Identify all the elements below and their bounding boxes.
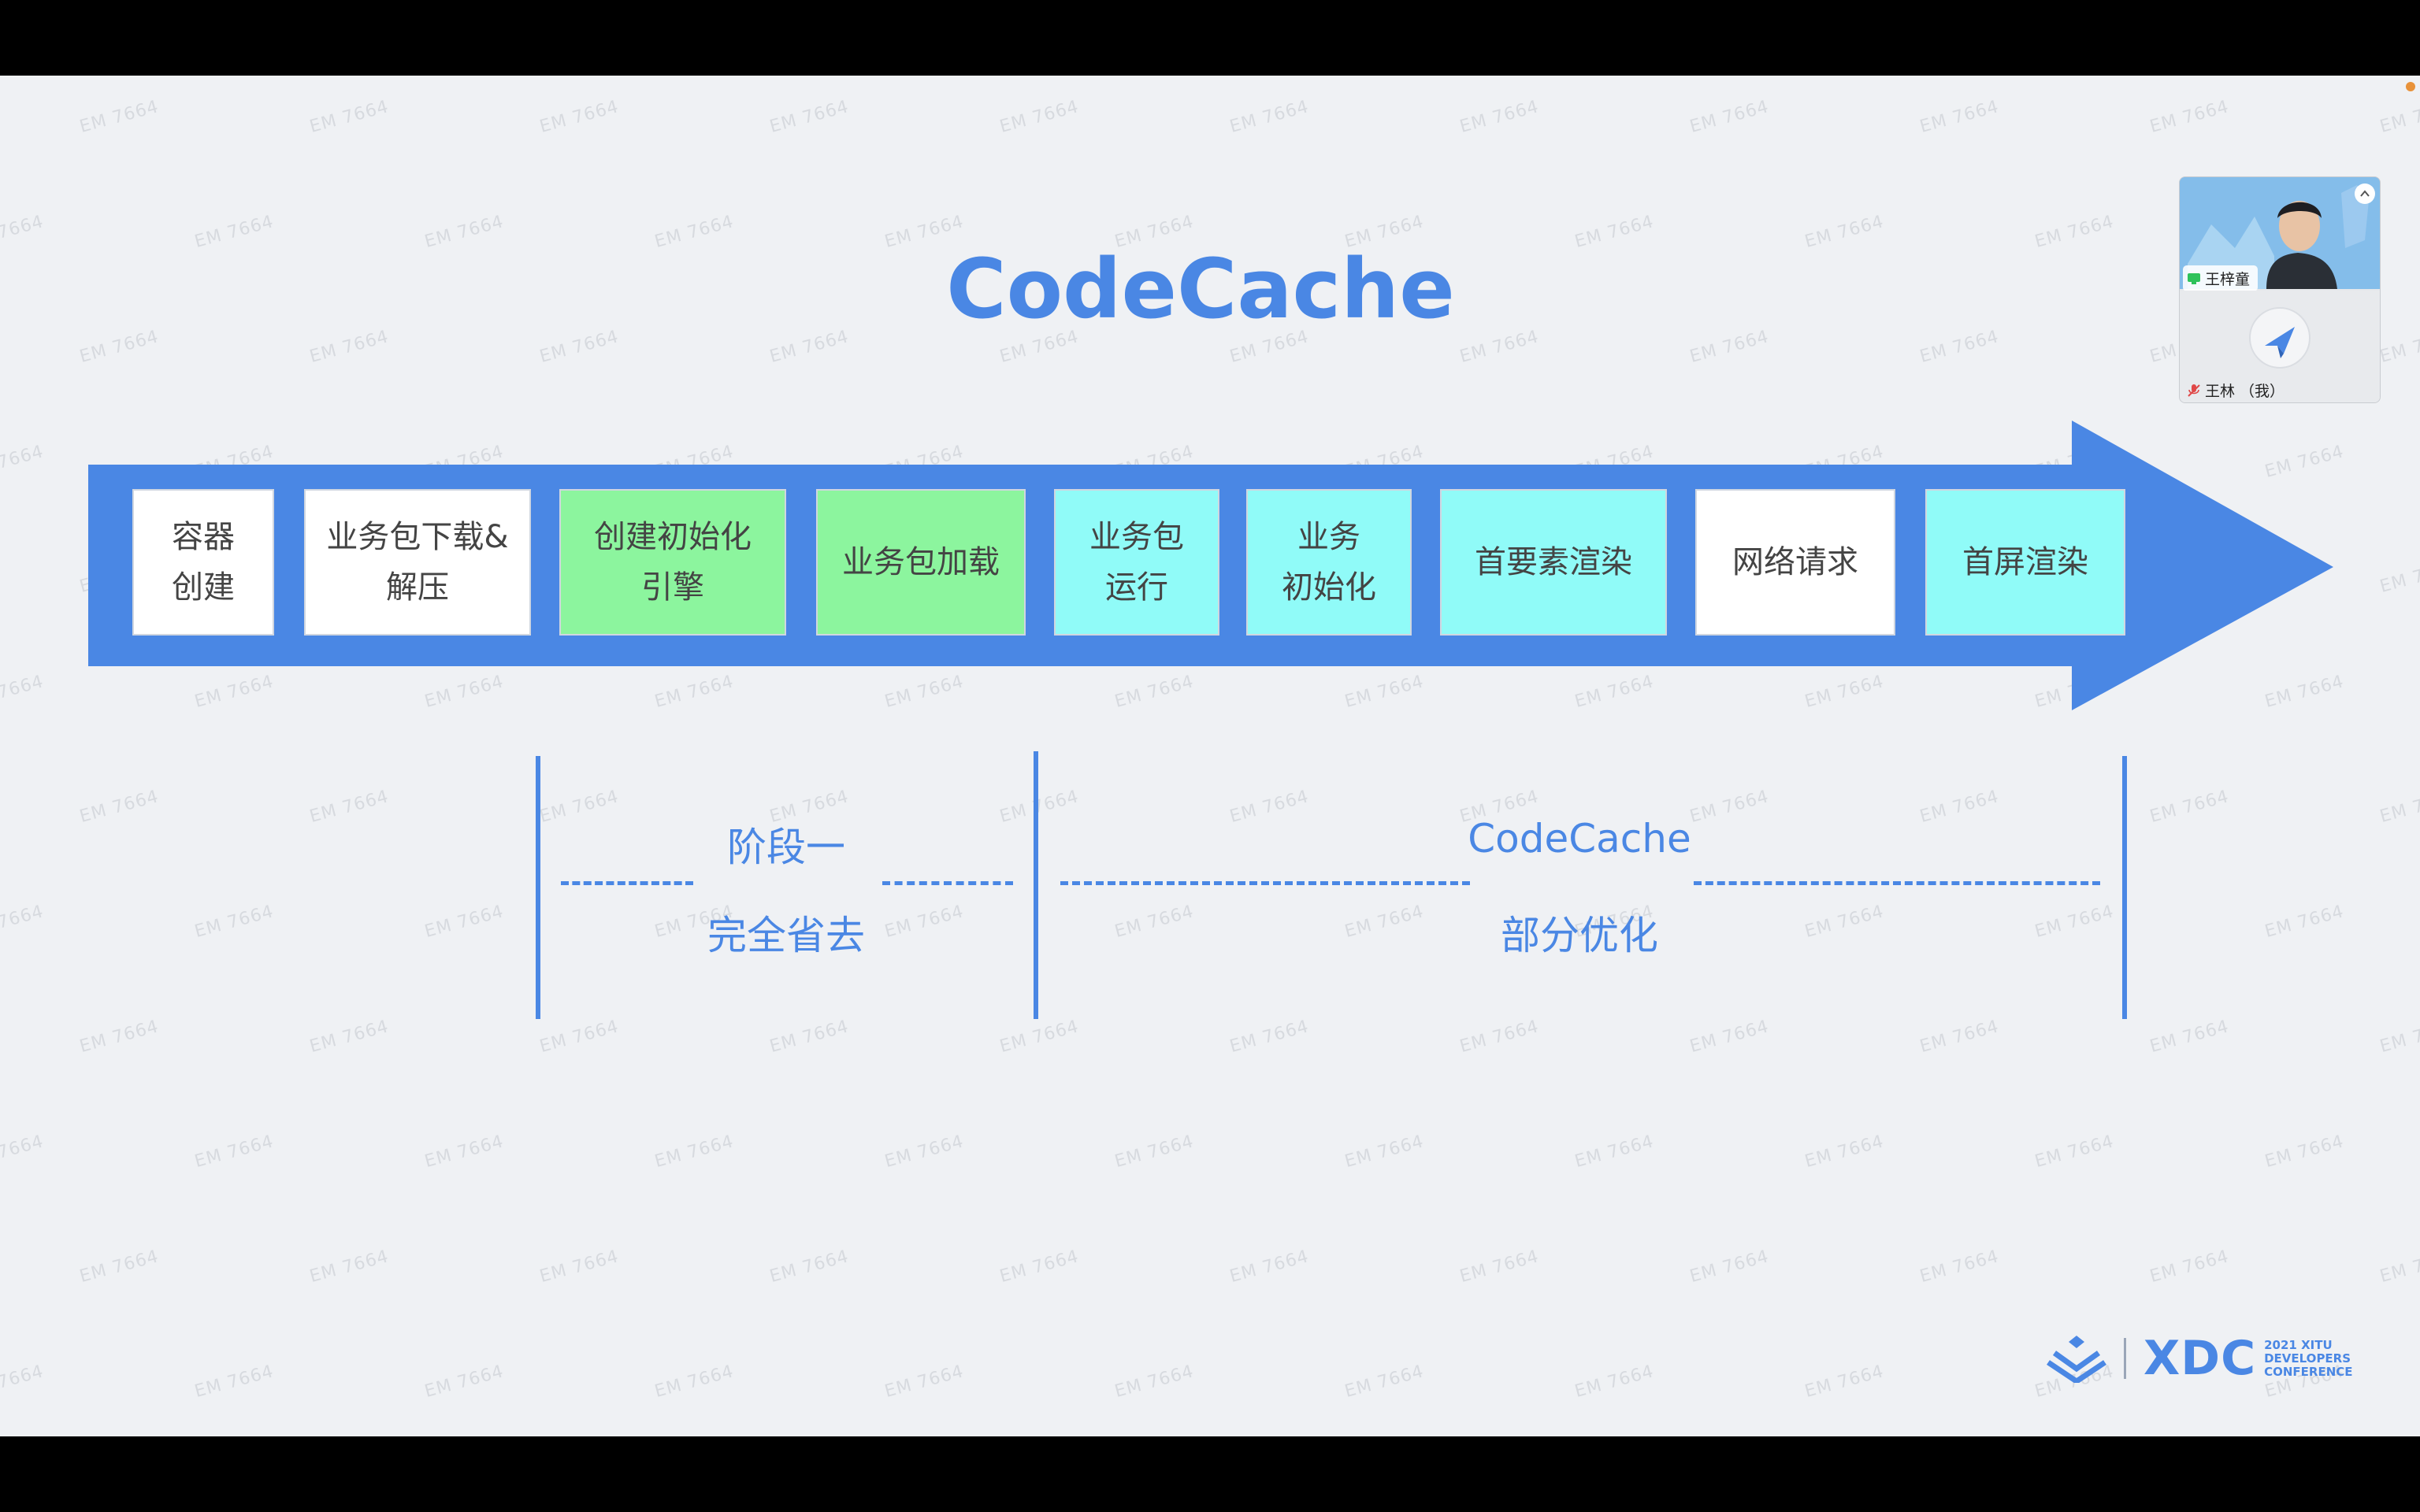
participant2-name: 王林 （我） (2205, 383, 2285, 400)
participant2-name-chip: 王林 （我） (2183, 377, 2292, 402)
step-1: 业务包下载& 解压 (304, 489, 531, 636)
screen-share-icon (2188, 272, 2200, 284)
juejin-logo-icon (2047, 1336, 2106, 1383)
logo-caption-line3: CONFERENCE (2264, 1364, 2353, 1379)
video-panel[interactable]: 王梓童 王林 （我） (2179, 176, 2381, 403)
step-5: 业务 初始化 (1246, 489, 1412, 636)
phase2-title: CodeCache (1468, 816, 1691, 862)
logo-text: XDC (2143, 1331, 2257, 1386)
participant1-video[interactable]: 王梓童 (2180, 177, 2380, 291)
participant1-name: 王梓童 (2205, 271, 2251, 288)
collapse-button[interactable] (2355, 183, 2375, 204)
phase2-subtitle: 部分优化 (1501, 913, 1658, 958)
participant1-name-chip: 王梓童 (2183, 265, 2259, 291)
phase2-dash-right (1694, 881, 2100, 885)
chevron-up-icon (2360, 190, 2370, 197)
step-4: 业务包 运行 (1054, 489, 1219, 636)
phase1-subtitle: 完全省去 (707, 913, 865, 958)
mic-muted-icon (2188, 384, 2200, 397)
logo-caption: 2021 XITU DEVELOPERS CONFERENCE (2264, 1337, 2353, 1379)
status-dot (2406, 82, 2415, 91)
phase-divider-right (2122, 756, 2127, 1019)
xdc-logo: XDC 2021 XITU DEVELOPERS CONFERENCE (2047, 1331, 2353, 1386)
step-6: 首要素渲染 (1440, 489, 1667, 636)
step-2: 创建初始化 引擎 (559, 489, 786, 636)
participant2-video[interactable]: 王林 （我） (2180, 291, 2380, 402)
logo-caption-line2: DEVELOPERS (2264, 1351, 2351, 1366)
slide-title: CodeCache (946, 241, 1455, 337)
phase1-dash-right (882, 881, 1013, 885)
step-3: 业务包加载 (816, 489, 1026, 636)
phase1-dash-left (561, 881, 693, 885)
step-0: 容器 创建 (132, 489, 274, 636)
participant2-avatar (2249, 307, 2311, 369)
logo-divider (2124, 1338, 2126, 1379)
timeline-arrow (88, 421, 2333, 710)
phase-divider-middle (1034, 751, 1038, 1019)
phase-divider-left (536, 756, 540, 1019)
step-8: 首屏渲染 (1925, 489, 2125, 636)
phase2-dash-left (1060, 881, 1470, 885)
logo-caption-line1: 2021 XITU (2264, 1337, 2333, 1352)
phase1-title: 阶段一 (727, 825, 845, 870)
step-7: 网络请求 (1695, 489, 1895, 636)
bottom-letterbox (0, 1436, 2420, 1512)
